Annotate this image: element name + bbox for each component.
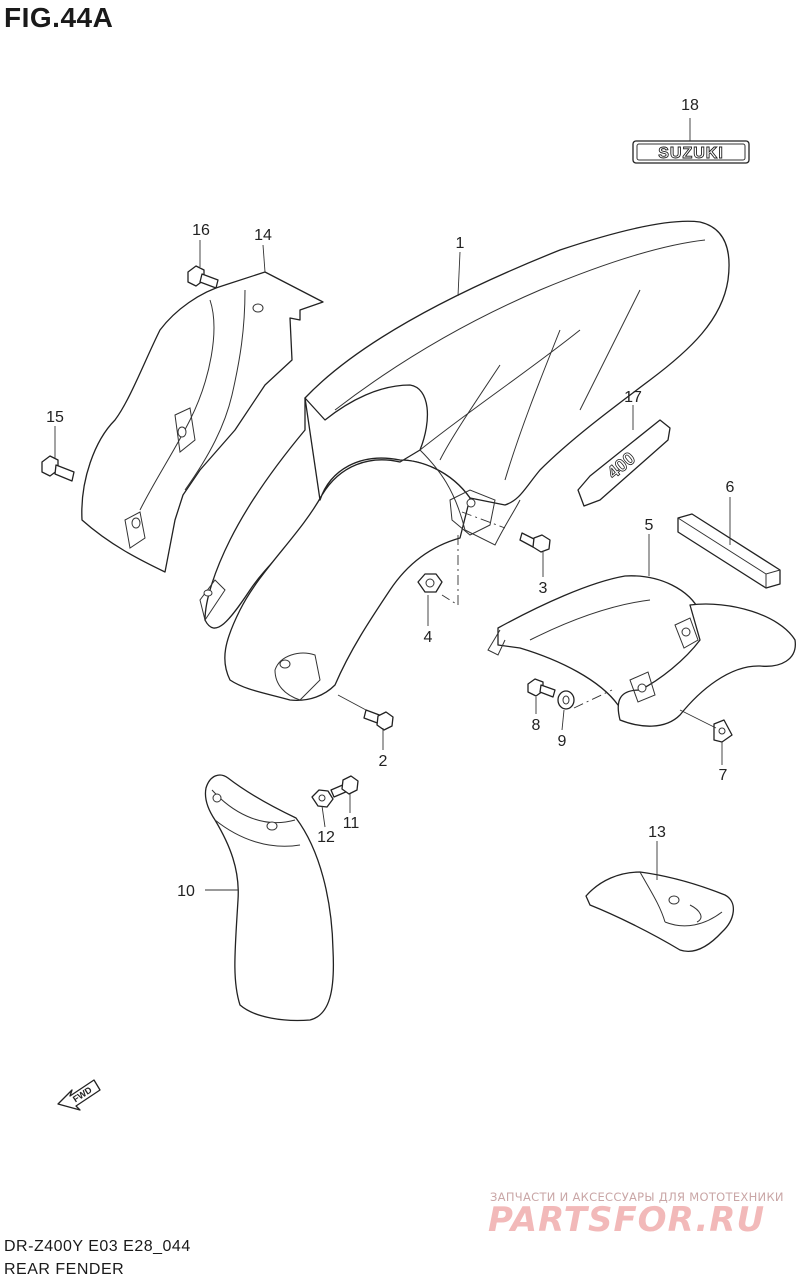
part-4-nut bbox=[417, 573, 443, 593]
assembly-line-3 bbox=[461, 511, 506, 529]
callout-10: 10 bbox=[177, 883, 195, 900]
suzuki-emblem-text: SUZUKI bbox=[658, 145, 724, 162]
assembly-line-9 bbox=[573, 689, 613, 709]
model-code: DR-Z400Y E03 E28_044 bbox=[4, 1238, 191, 1255]
part-14-side-cover bbox=[81, 271, 324, 573]
part-16-bolt bbox=[187, 265, 219, 289]
part-2-bolt bbox=[363, 709, 394, 731]
part-18-suzuki-emblem: SUZUKI bbox=[632, 140, 750, 164]
callout-12: 12 bbox=[317, 829, 335, 846]
figure-title: FIG.44A bbox=[4, 2, 114, 33]
part-17-model-decal: 400 bbox=[577, 419, 671, 507]
part-5-fender-extension bbox=[487, 575, 796, 727]
fwd-arrow-icon: FWD bbox=[57, 1079, 101, 1111]
callout-9: 9 bbox=[558, 733, 567, 750]
callout-5: 5 bbox=[645, 517, 654, 534]
part-1-rear-fender bbox=[199, 220, 730, 701]
callout-18: 18 bbox=[681, 97, 699, 114]
part-7-clip-nut bbox=[713, 719, 733, 743]
watermark-tagline: ЗАПЧАСТИ И АКСЕССУАРЫ ДЛЯ МОТОТЕХНИКИ bbox=[490, 1190, 784, 1204]
part-6-cushion-bar bbox=[677, 513, 781, 589]
section-name: REAR FENDER bbox=[4, 1261, 125, 1278]
callout-7: 7 bbox=[719, 767, 728, 784]
part-9-nut bbox=[557, 690, 575, 710]
watermark-brand: PARTSFOR.RU bbox=[488, 1200, 766, 1240]
callout-2: 2 bbox=[379, 753, 388, 770]
callout-3: 3 bbox=[539, 580, 548, 597]
callout-6: 6 bbox=[726, 479, 735, 496]
callout-17: 17 bbox=[624, 389, 642, 406]
part-15-bolt bbox=[41, 455, 75, 482]
part-12-nut bbox=[311, 789, 334, 808]
callout-labels: 18 1 14 16 15 17 6 5 3 4 2 8 9 7 12 11 1… bbox=[46, 97, 734, 900]
part-10-mud-flap bbox=[204, 774, 335, 1022]
callout-1: 1 bbox=[456, 235, 465, 252]
part-13-pad bbox=[585, 871, 734, 952]
callout-4: 4 bbox=[424, 629, 433, 646]
part-3-bolt bbox=[519, 532, 551, 553]
assembly-line-4 bbox=[441, 535, 459, 606]
part-11-bolt bbox=[330, 775, 359, 798]
part-8-bolt bbox=[527, 678, 556, 698]
callout-11: 11 bbox=[343, 815, 360, 832]
leader-lines bbox=[54, 118, 731, 891]
callout-14: 14 bbox=[254, 227, 272, 244]
callout-15: 15 bbox=[46, 409, 64, 426]
callout-8: 8 bbox=[532, 717, 541, 734]
callout-16: 16 bbox=[192, 222, 210, 239]
callout-13: 13 bbox=[648, 824, 666, 841]
